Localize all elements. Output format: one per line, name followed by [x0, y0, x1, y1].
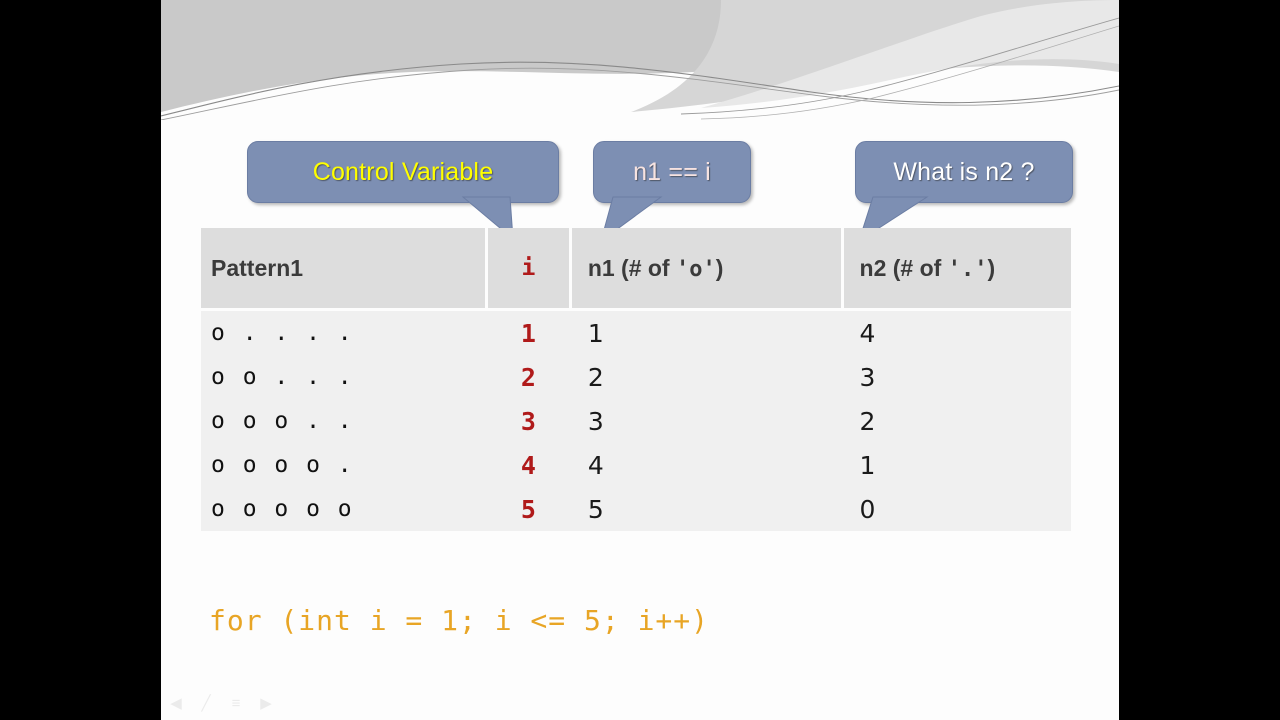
- cell-i: 1: [487, 311, 569, 355]
- menu-icon[interactable]: ≡: [231, 694, 241, 712]
- column-gap-1: [484, 228, 488, 311]
- letterbox-bar-left: [0, 0, 161, 720]
- callout-n1-equals-i[interactable]: n1 == i: [593, 141, 751, 203]
- cell-pattern: o o o o o: [201, 487, 485, 531]
- column-header-pattern: Pattern1: [201, 228, 485, 311]
- table-header-row: Pattern1 i n1 (# of 'o') n2 (# of '.'): [201, 228, 1071, 311]
- row-gap-3: [840, 443, 844, 487]
- cell-n1: 5: [571, 487, 841, 531]
- pen-icon[interactable]: ╱: [201, 694, 211, 712]
- row-gap-1: [484, 487, 488, 531]
- cell-n2: 0: [843, 487, 1071, 531]
- column-header-n2-quoted: '.': [947, 256, 988, 282]
- cell-n2: 4: [843, 311, 1071, 355]
- wave-shape-dark: [161, 0, 1119, 112]
- cell-n2: 2: [843, 399, 1071, 443]
- letterbox-bar-right: [1119, 0, 1280, 720]
- column-header-n2-suffix: ): [987, 254, 996, 281]
- cell-i: 4: [487, 443, 569, 487]
- row-gap-3: [840, 487, 844, 531]
- cell-n1: 2: [571, 355, 841, 399]
- row-gap-2: [568, 443, 572, 487]
- next-slide-icon[interactable]: ▶: [260, 694, 272, 712]
- column-header-n1: n1 (# of 'o'): [571, 228, 841, 311]
- cell-n2: 3: [843, 355, 1071, 399]
- column-header-i: i: [487, 228, 569, 311]
- cell-pattern: o o o o .: [201, 443, 485, 487]
- callout-control-variable-label: Control Variable: [312, 157, 494, 186]
- cell-i: 5: [487, 487, 569, 531]
- column-header-n2-prefix: n2 (# of: [859, 254, 948, 281]
- row-gap-3: [840, 399, 844, 443]
- column-gap-3: [840, 228, 844, 311]
- slideshow-controls[interactable]: ◀ ╱ ≡ ▶: [167, 694, 275, 712]
- row-gap-1: [484, 355, 488, 399]
- column-header-n2: n2 (# of '.'): [843, 228, 1071, 311]
- cell-pattern: o o o . .: [201, 399, 485, 443]
- row-gap-1: [484, 311, 488, 355]
- pattern-table: Pattern1 i n1 (# of 'o') n2 (# of '.') o…: [201, 228, 1071, 531]
- previous-slide-icon[interactable]: ◀: [170, 694, 182, 712]
- row-gap-2: [568, 487, 572, 531]
- wave-line-4: [700, 25, 1119, 120]
- wave-line-3: [680, 17, 1119, 115]
- column-header-n1-quoted: 'o': [675, 256, 716, 282]
- wave-shape-light: [701, 0, 1119, 108]
- wave-line-2: [161, 67, 1119, 120]
- row-gap-2: [568, 399, 572, 443]
- header-wave-decoration: [161, 0, 1119, 120]
- row-gap-1: [484, 443, 488, 487]
- column-header-n1-prefix: n1 (# of: [587, 254, 676, 281]
- cell-i: 2: [487, 355, 569, 399]
- cell-n1: 4: [571, 443, 841, 487]
- cell-pattern: o . . . .: [201, 311, 485, 355]
- cell-pattern: o o . . .: [201, 355, 485, 399]
- row-gap-2: [568, 355, 572, 399]
- slide-canvas: Control Variable n1 == i What is n2 ?: [161, 0, 1119, 720]
- for-loop-code-line: for (int i = 1; i <= 5; i++): [209, 604, 710, 637]
- row-gap-3: [840, 311, 844, 355]
- callout-control-variable[interactable]: Control Variable: [247, 141, 559, 203]
- cell-n1: 3: [571, 399, 841, 443]
- callout-what-is-n2-label: What is n2 ?: [893, 157, 1035, 186]
- row-gap-1: [484, 399, 488, 443]
- row-gap-3: [840, 355, 844, 399]
- column-header-n1-suffix: ): [715, 254, 724, 281]
- wave-shape-mid: [631, 0, 1119, 112]
- cell-n2: 1: [843, 443, 1071, 487]
- callout-n1-equals-i-label: n1 == i: [633, 157, 711, 186]
- wave-line-1: [161, 61, 1119, 117]
- cell-i: 3: [487, 399, 569, 443]
- column-gap-2: [568, 228, 572, 311]
- row-gap-2: [568, 311, 572, 355]
- cell-n1: 1: [571, 311, 841, 355]
- callout-what-is-n2[interactable]: What is n2 ?: [855, 141, 1073, 203]
